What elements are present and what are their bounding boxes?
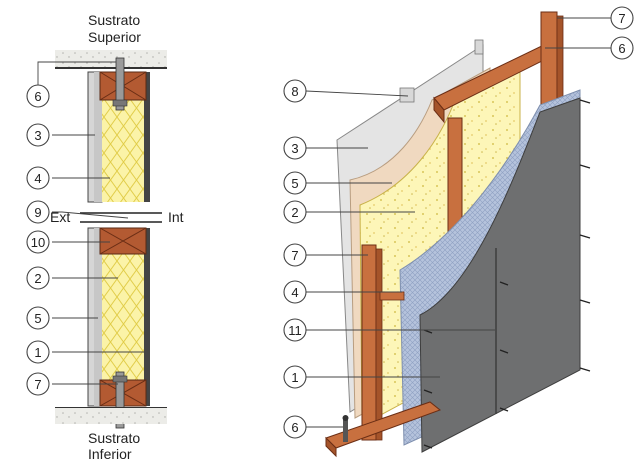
anchor-bolt-bottom [343, 418, 348, 442]
svg-text:7: 7 [618, 11, 625, 26]
svg-text:1: 1 [34, 345, 41, 360]
stud-left [361, 244, 377, 441]
left-callout-3: 3 [26, 123, 50, 147]
lower-wall-segment [87, 227, 150, 429]
left-callout-10: 10 [26, 230, 50, 254]
left-callout-6: 6 [26, 84, 50, 108]
right-callout-3: 3 [283, 136, 307, 160]
svg-text:1: 1 [291, 370, 298, 385]
top-substrate-label-line1: Sustrato [88, 12, 140, 28]
svg-text:4: 4 [34, 171, 41, 186]
right-callout-6-bottom: 6 [283, 415, 307, 439]
left-callout-4: 4 [26, 166, 50, 190]
svg-text:2: 2 [291, 205, 298, 220]
svg-text:3: 3 [34, 128, 41, 143]
right-callout-1: 1 [283, 365, 307, 389]
svg-text:5: 5 [34, 311, 41, 326]
interior-label: Int [168, 209, 184, 225]
svg-text:10: 10 [31, 235, 45, 250]
top-substrate-label-line2: Superior [88, 29, 141, 45]
svg-text:11: 11 [288, 323, 302, 338]
right-callout-7-top: 7 [610, 6, 634, 30]
bottom-substrate-label-line1: Sustrato [88, 430, 140, 446]
fibre-cement-panel [419, 97, 581, 453]
svg-text:2: 2 [34, 271, 41, 286]
right-callout-5: 5 [283, 171, 307, 195]
left-callout-9: 9 [26, 200, 50, 224]
right-callout-4: 4 [283, 280, 307, 304]
svg-text:9: 9 [34, 205, 41, 220]
svg-text:6: 6 [291, 420, 298, 435]
lower-substrate-slab [55, 408, 167, 424]
left-callout-5: 5 [26, 306, 50, 330]
left-callout-1: 1 [26, 340, 50, 364]
svg-text:7: 7 [291, 248, 298, 263]
upper-wall-segment [87, 57, 150, 203]
svg-text:4: 4 [291, 285, 298, 300]
bottom-substrate-label-line2: Inferior [88, 446, 132, 462]
right-callout-6-top: 6 [610, 36, 634, 60]
svg-text:8: 8 [291, 84, 298, 99]
left-callout-2: 2 [26, 266, 50, 290]
svg-text:6: 6 [618, 41, 625, 56]
right-callout-11: 11 [283, 318, 307, 342]
svg-text:7: 7 [34, 377, 41, 392]
right-callout-2: 2 [283, 200, 307, 224]
left-section: Sustrato Superior Ext Int [26, 12, 184, 462]
svg-text:5: 5 [291, 176, 298, 191]
right-callout-8: 8 [283, 79, 307, 103]
left-callout-7: 7 [26, 372, 50, 396]
svg-text:3: 3 [291, 141, 298, 156]
exterior-label: Ext [50, 209, 70, 225]
upper-substrate-slab [55, 50, 167, 68]
right-callout-7: 7 [283, 243, 307, 267]
exploded-wall-view: 7 6 8 3 5 2 7 4 11 1 6 [283, 6, 634, 458]
svg-text:6: 6 [34, 89, 41, 104]
